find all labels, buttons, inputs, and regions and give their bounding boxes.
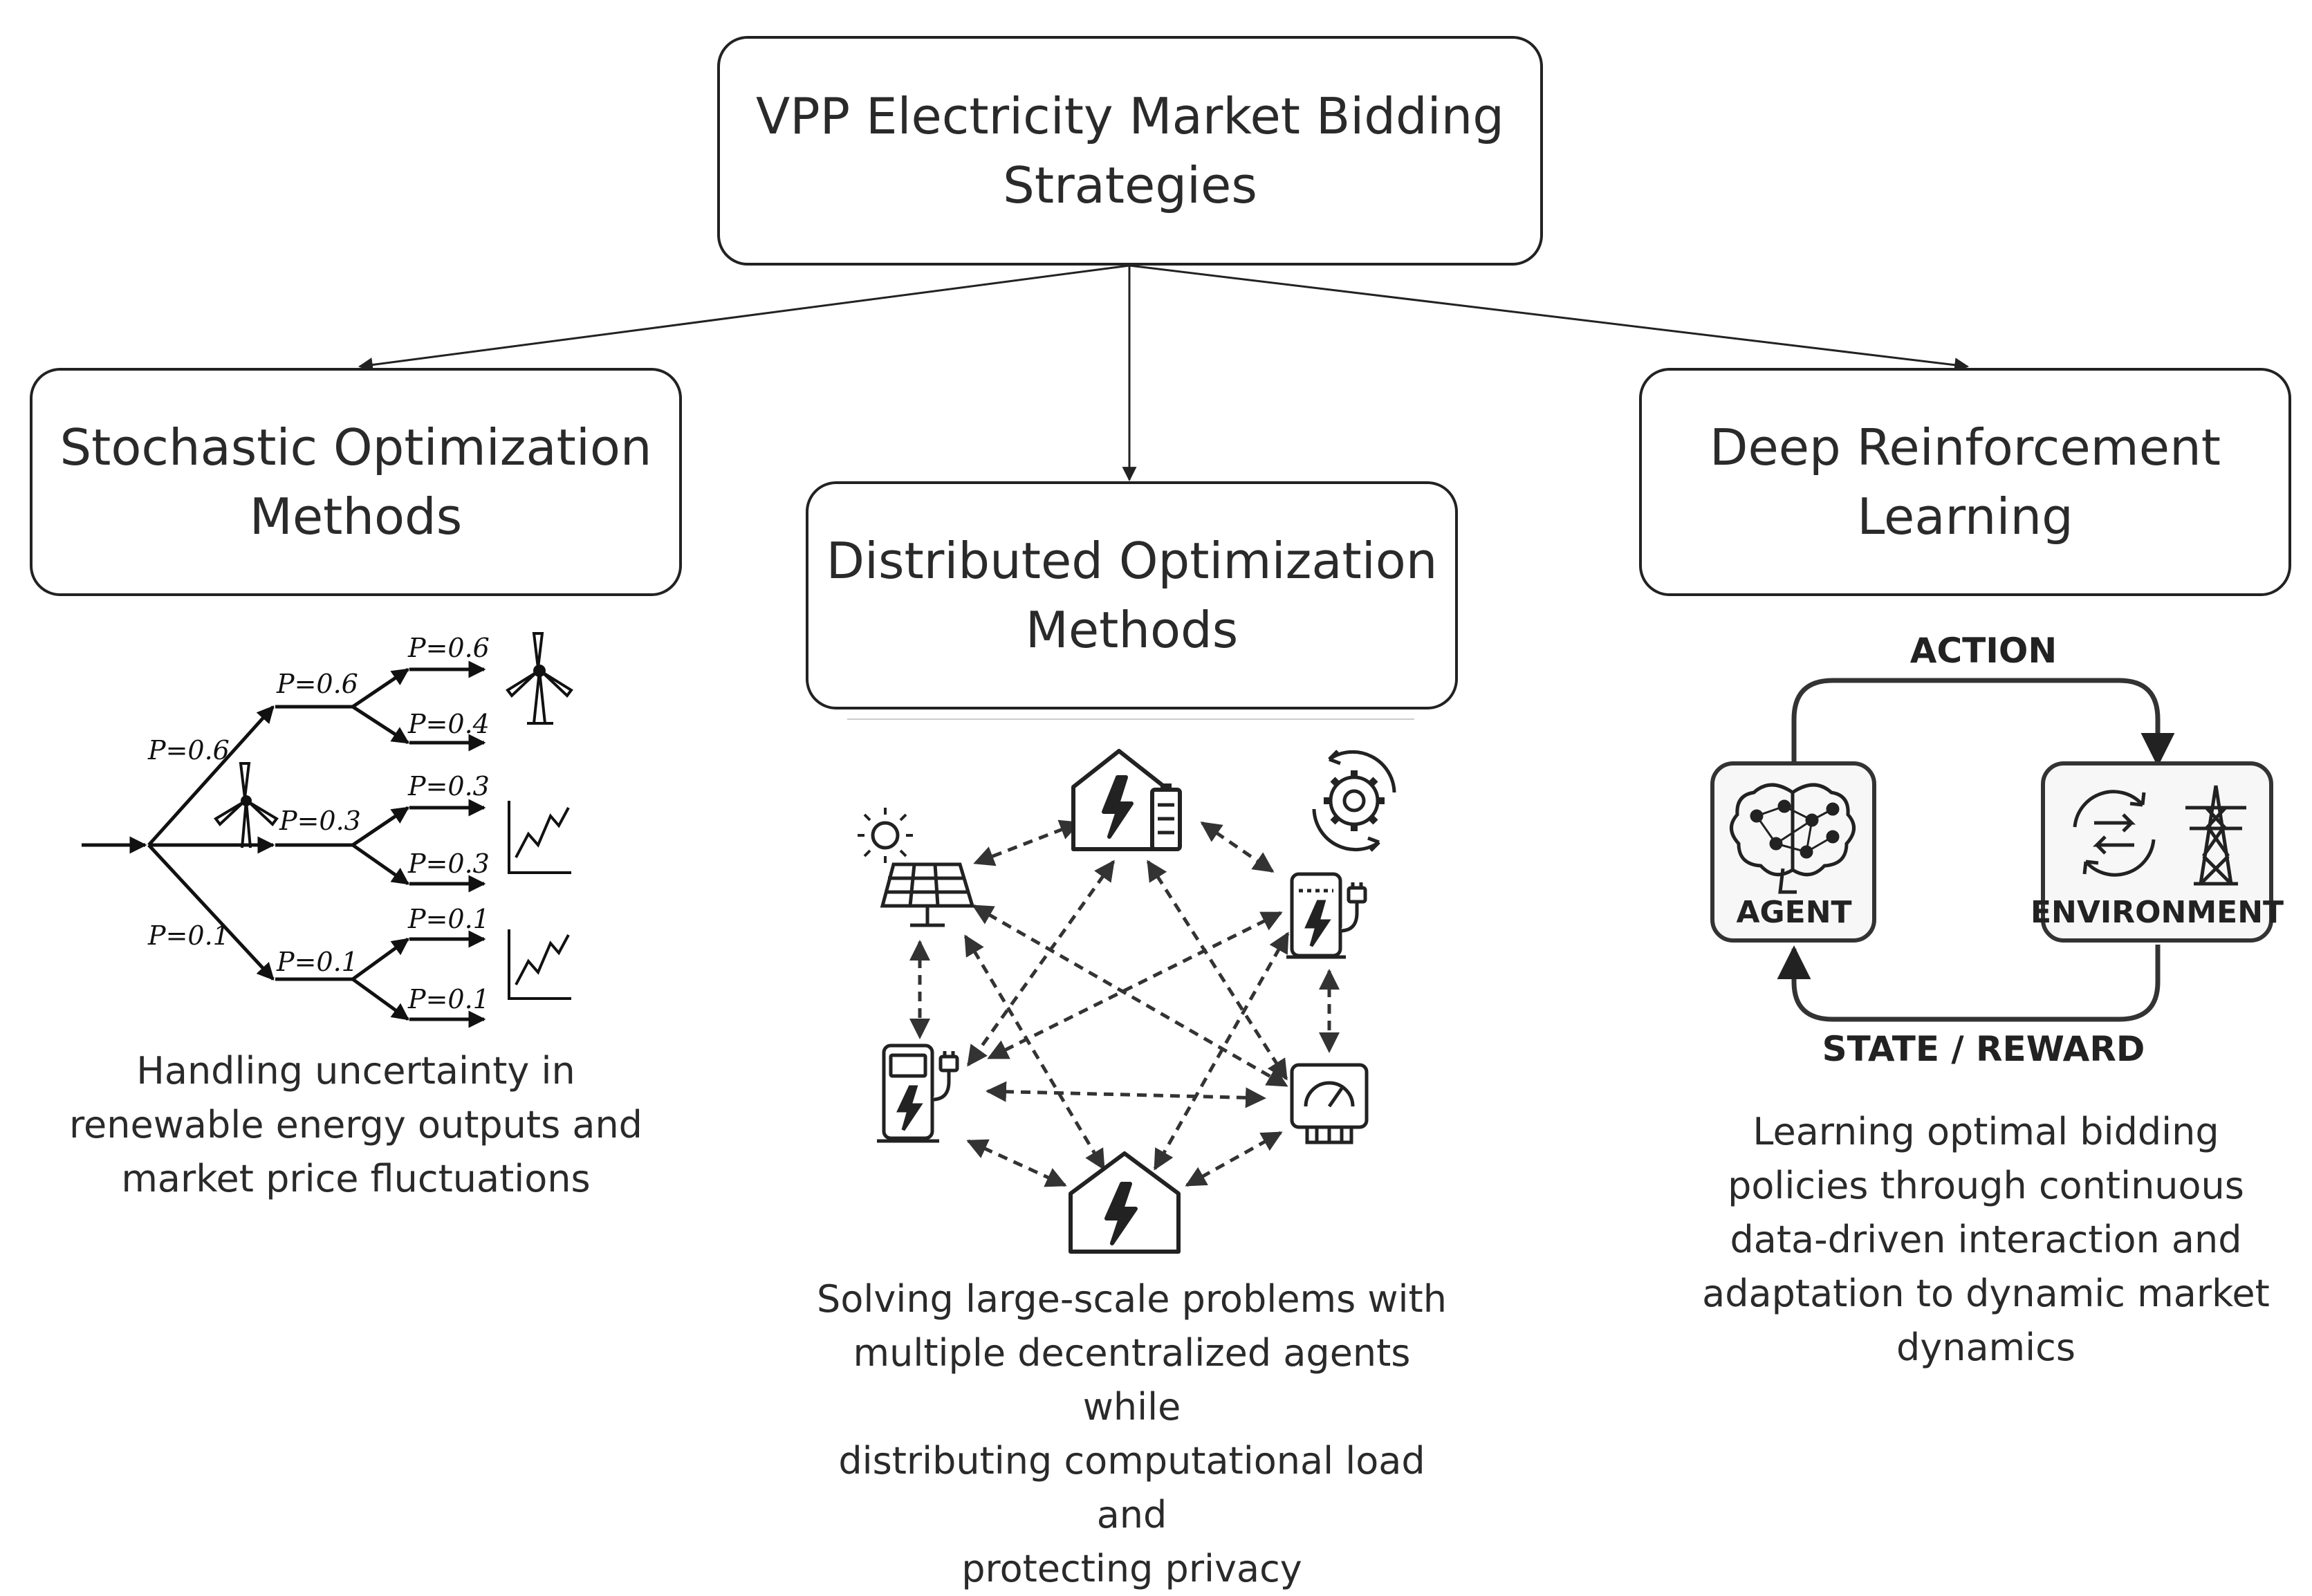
distributed-title-line-2: Methods: [1025, 601, 1239, 659]
drl-box: Deep Reinforcement Learning: [1639, 368, 2291, 596]
tree-label-l2-mid: P=0.3: [279, 806, 361, 836]
distributed-description-line: multiple decentralized agents while: [853, 1331, 1411, 1429]
price-chart-icon: [508, 801, 571, 874]
agent-label: AGENT: [1736, 895, 1851, 930]
distributed-network: [847, 718, 1414, 1254]
distributed-box: Distributed Optimization Methods: [806, 481, 1458, 709]
tree-label-l3-2: P=0.4: [407, 709, 490, 739]
distributed-description: Solving large-scale problems with multip…: [806, 1272, 1458, 1596]
smart-meter-icon: [1290, 1063, 1369, 1144]
stochastic-title-line-2: Methods: [249, 488, 463, 546]
ev-charger-icon: [877, 1043, 959, 1143]
wind-turbine-icon: [506, 632, 573, 725]
control-gear-icon: [1312, 750, 1396, 852]
tree-label-l2-bot: P=0.1: [276, 947, 358, 977]
state-reward-label: STATE / REWARD: [1822, 1029, 2145, 1069]
smart-home-icon: [1069, 1151, 1181, 1254]
tree-label-l1-bot: P=0.1: [147, 920, 230, 951]
stochastic-description-line: Handling uncertainty in: [136, 1049, 575, 1093]
stochastic-description-line: renewable energy outputs and: [69, 1103, 642, 1147]
scenario-tree: P=0.6 P=0.1 P=0.6 P=0.3 P=0.1 P=0.6 P=0.…: [82, 632, 573, 1028]
tree-label-l3-3: P=0.3: [407, 771, 490, 801]
tree-label-l3-5: P=0.1: [407, 904, 490, 934]
ev-charger-icon: [1286, 872, 1367, 959]
root-box: VPP Electricity Market Bidding Strategie…: [717, 36, 1543, 266]
distributed-description-line: distributing computational load and: [838, 1439, 1425, 1537]
tree-label-l3-1: P=0.6: [407, 633, 490, 663]
root-title-line-2: Strategies: [1003, 156, 1257, 214]
drl-description-line: adaptation to dynamic market: [1702, 1272, 2270, 1315]
environment-label: ENVIRONMENT: [2031, 895, 2284, 930]
connector-root-to-drl: [1129, 264, 1970, 373]
stochastic-description: Handling uncertainty in renewable energy…: [30, 1044, 682, 1206]
connector-root-to-stochastic: [358, 264, 1130, 372]
drl-description-line: dynamics: [1896, 1326, 2075, 1369]
tree-label-l2-top: P=0.6: [276, 669, 358, 699]
action-arrow: [1791, 678, 2175, 767]
distributed-description-line: protecting privacy: [961, 1547, 1302, 1590]
drl-title-line-1: Deep Reinforcement: [1710, 418, 2221, 476]
stochastic-box: Stochastic Optimization Methods: [30, 368, 682, 596]
connector-layer: [358, 264, 1970, 482]
smart-home-battery-icon: [1071, 749, 1182, 851]
distributed-description-line: Solving large-scale problems with: [817, 1277, 1447, 1321]
drl-loop: ACTION STATE / REWARD: [1710, 631, 2284, 1069]
transmission-tower-icon: [2185, 785, 2246, 886]
tree-label-l1-top: P=0.6: [147, 735, 230, 765]
solar-panel-icon: [858, 808, 975, 927]
stochastic-title-line-1: Stochastic Optimization: [59, 418, 652, 476]
wind-turbine-icon: [214, 762, 279, 848]
tree-label-l3-4: P=0.3: [407, 848, 490, 879]
drl-title-line-2: Learning: [1857, 488, 2073, 546]
drl-description-line: policies through continuous: [1728, 1164, 2244, 1207]
drl-description-line: data-driven interaction and: [1730, 1218, 2242, 1261]
exchange-arrows-icon: [2073, 790, 2156, 877]
stochastic-description-line: market price fluctuations: [121, 1157, 591, 1200]
root-title-line-1: VPP Electricity Market Bidding: [755, 87, 1505, 145]
tree-label-l3-6: P=0.1: [407, 984, 490, 1014]
diagram-canvas: VPP Electricity Market Bidding Strategie…: [30, 36, 2312, 1590]
state-reward-arrow: [1777, 945, 2161, 1022]
drl-description: Learning optimal bidding policies throug…: [1660, 1105, 2312, 1375]
drl-description-line: Learning optimal bidding: [1753, 1110, 2219, 1153]
price-chart-icon: [508, 929, 571, 1000]
brain-network-icon: [1730, 783, 1856, 894]
action-label: ACTION: [1910, 631, 2057, 671]
distributed-title-line-1: Distributed Optimization: [826, 532, 1438, 590]
